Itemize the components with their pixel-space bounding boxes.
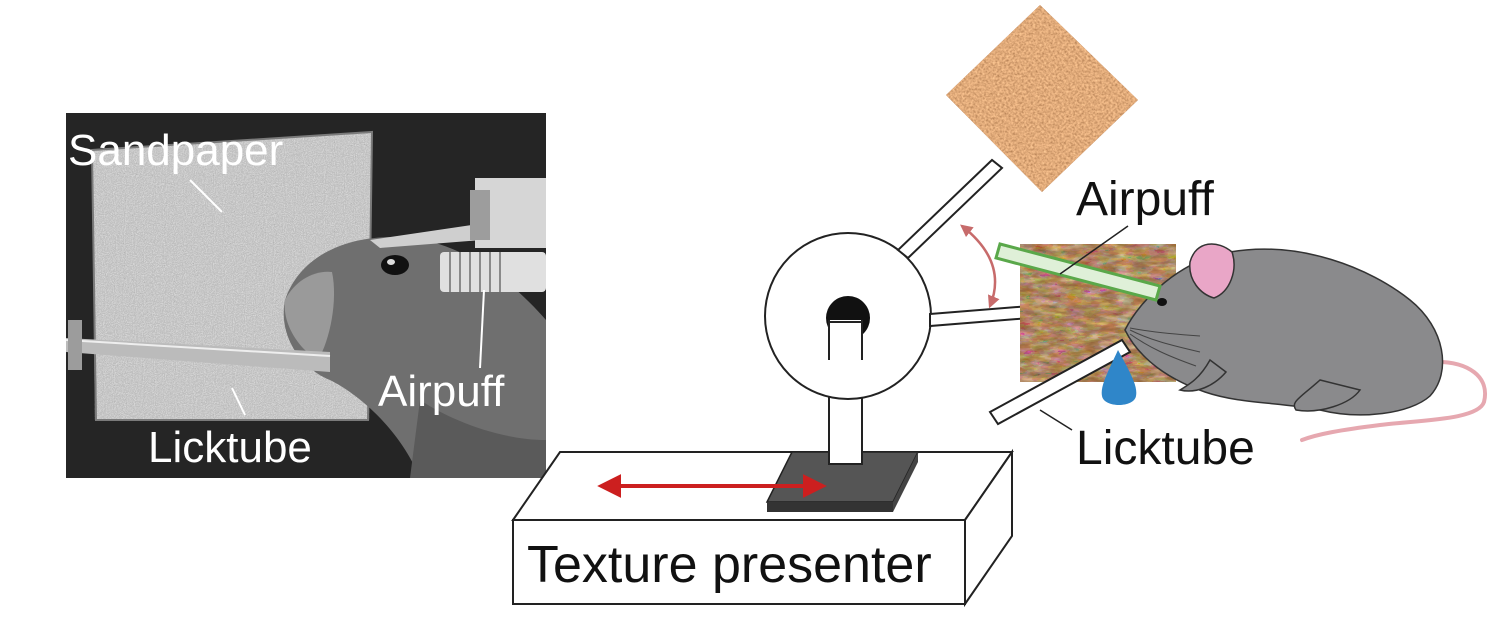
airpuff-tube <box>994 242 1162 302</box>
photo-airpuff-nozzle <box>370 178 546 292</box>
sandpaper-leader-line <box>189 179 223 213</box>
rotating-wheel <box>764 232 932 400</box>
mouse-illustration <box>1124 243 1488 442</box>
photo-label-sandpaper: Sandpaper <box>68 126 283 175</box>
water-drop <box>1101 350 1137 405</box>
wheel-arm-lower <box>929 304 1031 328</box>
mouse-ear <box>1189 243 1235 299</box>
schematic-licktube-leader <box>1039 409 1073 431</box>
photo-mouse <box>283 237 546 478</box>
sandpaper-upper <box>946 5 1138 192</box>
mouse-tail <box>1300 359 1488 442</box>
airpuff-leader-line <box>479 289 485 369</box>
photo-label-licktube: Licktube <box>148 423 312 472</box>
schematic-airpuff-leader <box>1059 225 1129 275</box>
mouse-whiskers <box>1129 327 1201 367</box>
mouse-hind-leg <box>1293 379 1362 412</box>
photo-label-airpuff: Airpuff <box>378 367 505 416</box>
mouse-front-paw <box>1178 358 1228 392</box>
mouse-eye <box>1157 298 1167 306</box>
schematic-label-licktube: Licktube <box>1076 422 1255 475</box>
label-texture-presenter: Texture presenter <box>527 536 932 594</box>
photo-panel: Sandpaper Airpuff Licktube <box>66 113 546 478</box>
schematic-label-airpuff: Airpuff <box>1076 173 1215 226</box>
licktube-leader-line <box>231 387 246 416</box>
photo-licktube-rod <box>66 320 331 372</box>
rotation-arc-arrow <box>960 224 1000 309</box>
wheel-arm-upper <box>896 158 1004 260</box>
schematic-licktube <box>988 338 1132 426</box>
